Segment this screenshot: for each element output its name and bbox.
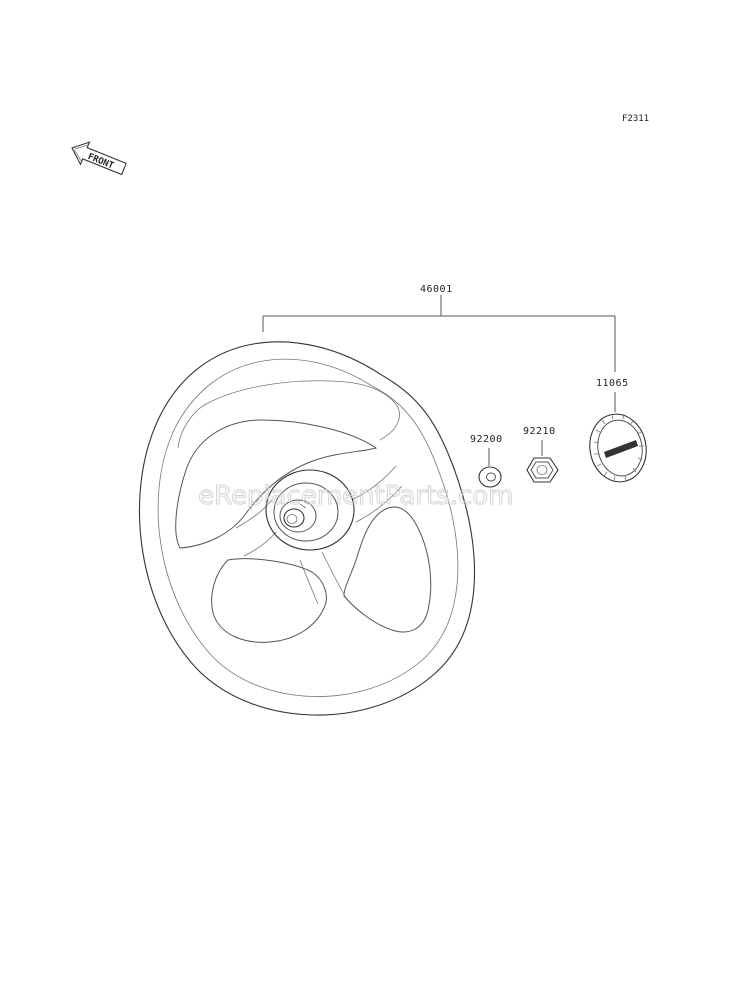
part-number-92210[interactable]: 92210 bbox=[523, 426, 556, 437]
watermark-text: eReplacementParts.com bbox=[198, 481, 514, 511]
front-label: FRONT bbox=[86, 152, 115, 172]
part-number-92200[interactable]: 92200 bbox=[470, 434, 503, 445]
front-arrow-icon: FRONT bbox=[71, 141, 127, 176]
washer-icon bbox=[478, 466, 502, 488]
part-number-11065[interactable]: 11065 bbox=[596, 378, 629, 389]
part-number-46001[interactable]: 46001 bbox=[420, 284, 453, 295]
nut-icon bbox=[526, 457, 559, 483]
steering-wheel-icon bbox=[138, 341, 476, 716]
horn-cap-icon bbox=[589, 413, 647, 483]
brand-emblem-icon bbox=[604, 440, 638, 458]
figure-code: F2311 bbox=[622, 114, 649, 124]
assembly-bracket bbox=[262, 295, 616, 372]
